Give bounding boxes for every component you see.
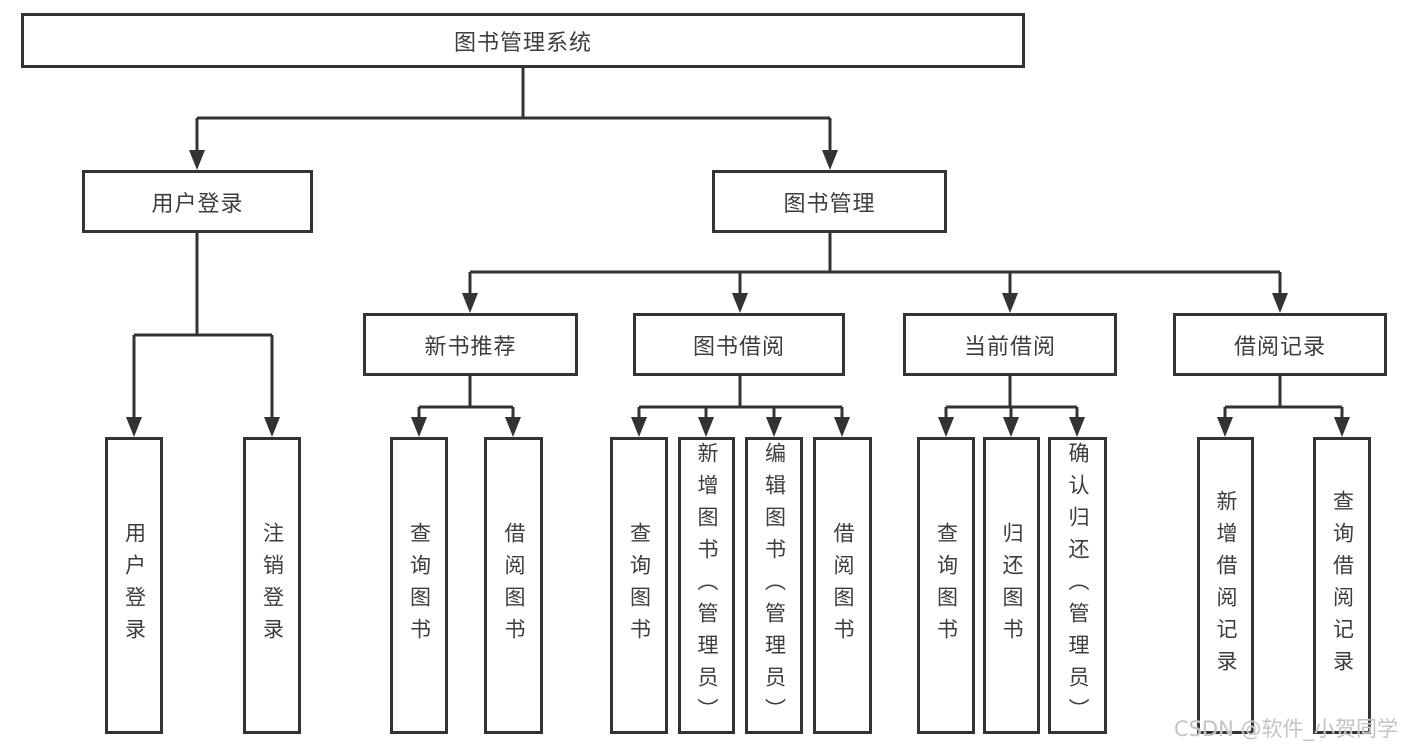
leaf-query-books-borrow: 查询图书 [610,437,668,734]
leaf-add-borrow-record: 新增借阅记录 [1197,437,1254,734]
leaf-query-borrow-record-label: 查询借阅记录 [1330,489,1355,682]
node-current-borrow-label: 当前借阅 [963,334,1056,360]
node-current-borrow: 当前借阅 [903,313,1117,376]
connector-mgmt-to-level3 [468,233,1282,295]
node-library-system-label: 图书管理系统 [453,30,592,56]
leaf-query-books-borrow-label: 查询图书 [627,521,652,650]
node-user-login: 用户登录 [82,170,313,233]
leaf-query-books-recommend: 查询图书 [390,437,448,734]
leaf-return-books-label: 归还图书 [1000,521,1024,650]
node-borrow-records-label: 借阅记录 [1233,334,1326,360]
connector-root-to-level2 [195,68,832,152]
leaf-logout: 注销登录 [243,437,301,734]
node-book-management-label: 图书管理 [783,191,876,217]
leaf-add-book-admin: 新增图书（管理员） [678,437,735,734]
connector-login-to-leaves [132,233,274,419]
node-new-book-recommend-label: 新书推荐 [424,334,517,360]
node-book-management: 图书管理 [712,170,947,233]
connector-records-to-leaves [1223,376,1344,419]
leaf-user-login-label: 用户登录 [122,521,147,650]
connector-current-to-leaves [944,376,1079,419]
leaf-edit-book-admin: 编辑图书（管理员） [745,437,803,734]
leaf-borrow-books-borrow-label: 借阅图书 [831,521,855,650]
leaf-query-borrow-record: 查询借阅记录 [1313,437,1371,734]
node-user-login-label: 用户登录 [151,191,244,217]
leaf-add-book-admin-label: 新增图书（管理员） [695,441,719,730]
leaf-query-books-recommend-label: 查询图书 [407,521,432,650]
leaf-edit-book-admin-label: 编辑图书（管理员） [762,441,787,730]
leaf-user-login: 用户登录 [105,437,163,734]
node-new-book-recommend: 新书推荐 [363,313,578,376]
leaf-confirm-return-admin: 确认归还（管理员） [1048,437,1107,734]
node-library-system: 图书管理系统 [21,13,1025,68]
connector-borrow-to-leaves [637,376,844,419]
node-borrow-records: 借阅记录 [1173,313,1387,376]
watermark: CSDN @软件_小贺同学 [1173,717,1398,741]
leaf-add-borrow-record-label: 新增借阅记录 [1214,489,1238,682]
leaf-query-books-current-label: 查询图书 [934,521,959,650]
leaf-borrow-books-recommend-label: 借阅图书 [502,521,526,650]
leaf-logout-label: 注销登录 [260,521,285,650]
leaf-borrow-books-recommend: 借阅图书 [484,437,543,734]
leaf-query-books-current: 查询图书 [917,437,975,734]
node-book-borrow-label: 图书借阅 [692,334,785,360]
leaf-confirm-return-admin-label: 确认归还（管理员） [1066,441,1090,730]
leaf-borrow-books-borrow: 借阅图书 [813,437,872,734]
leaf-return-books: 归还图书 [983,437,1040,734]
connector-recommend-to-leaves [417,376,515,419]
node-book-borrow: 图书借阅 [633,313,845,376]
